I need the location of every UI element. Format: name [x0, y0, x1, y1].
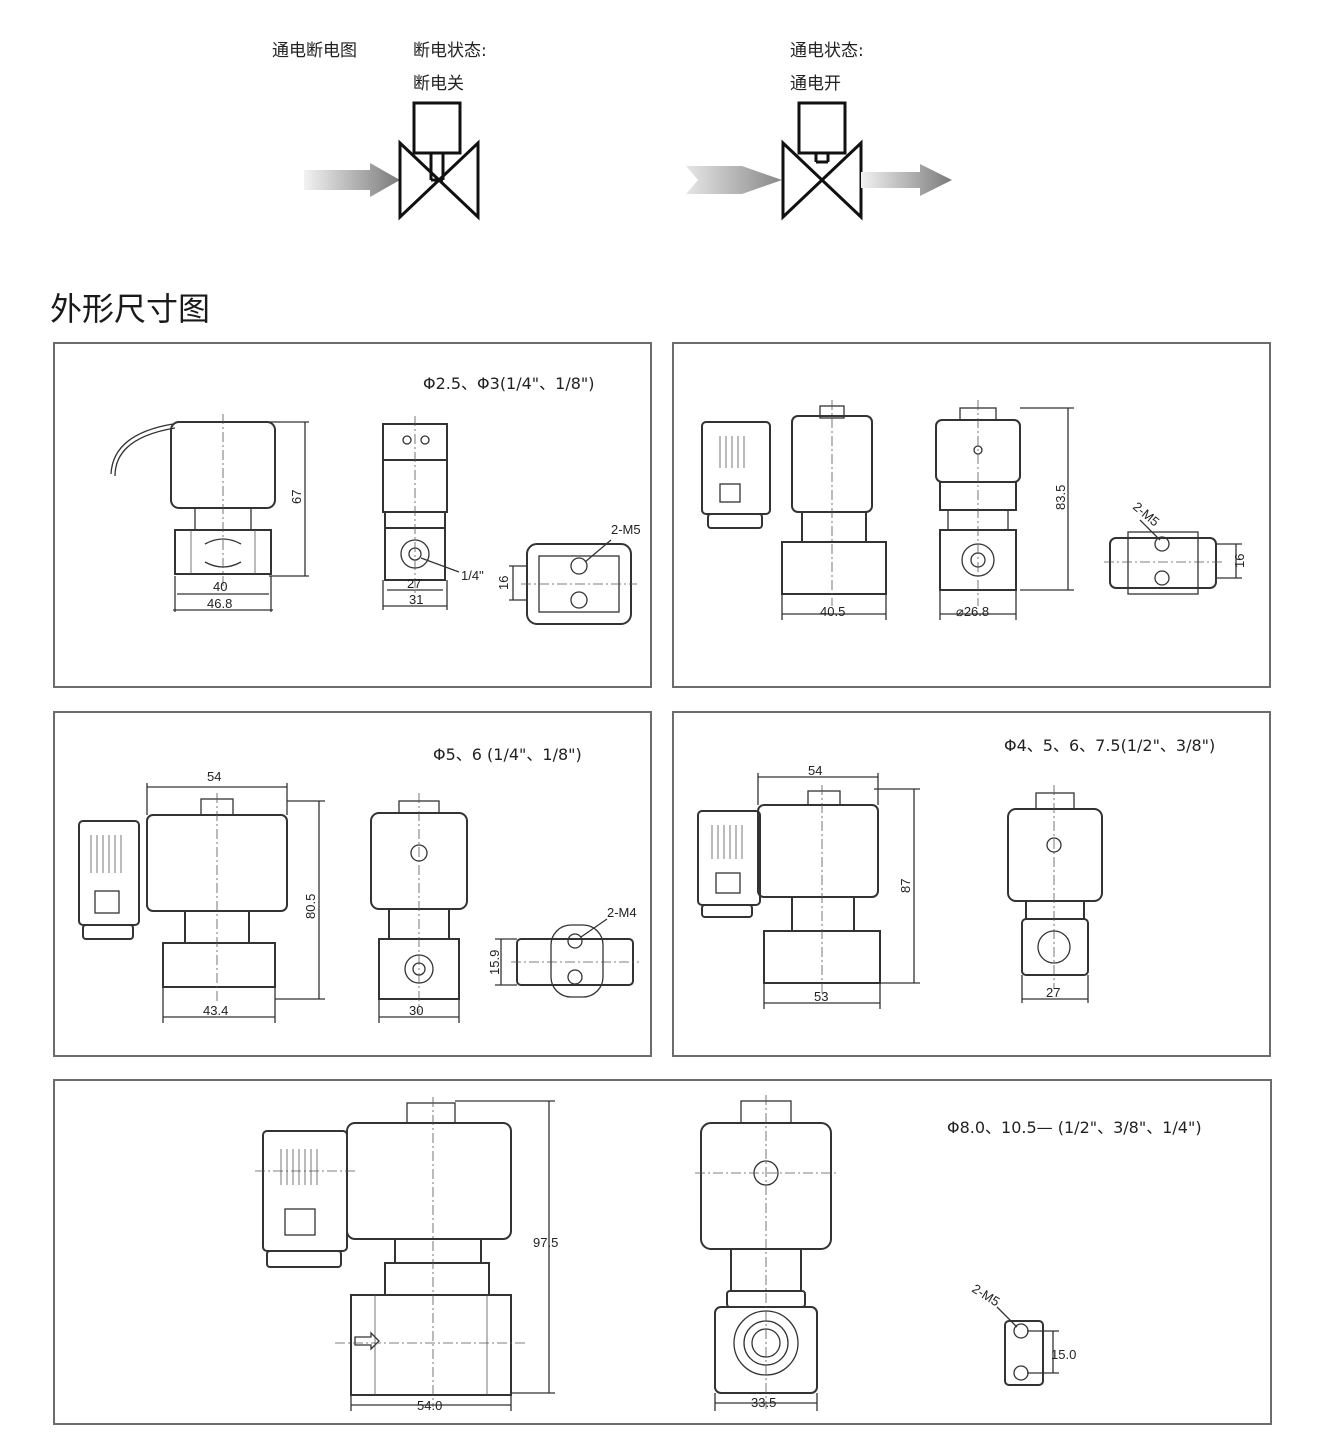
- dimension-panel-2: 40.5 ⌀26.8 83.5 16 2-M5: [672, 342, 1271, 688]
- off-state-value: 断电关: [413, 74, 464, 94]
- panel-3-spec: Φ5、6 (1/4"、1/8"): [433, 745, 582, 764]
- dim-mount-holes: 2-M5: [1130, 499, 1162, 530]
- dim-height: 87: [898, 879, 913, 893]
- dim-hole-spacing: 15.0: [1051, 1347, 1076, 1362]
- panel-2-drawing: 40.5 ⌀26.8 83.5 16 2-M5: [701, 400, 1247, 620]
- dim-side: ⌀26.8: [956, 604, 989, 619]
- panel-4-drawing: 54 87 53 27: [697, 763, 1103, 1009]
- on-state-label: 通电状态:: [790, 41, 864, 61]
- panel-3-drawing: 54 80.5 43.4 30 15.9 2-M4: [78, 769, 639, 1023]
- flow-arrow-out-on: [861, 164, 952, 196]
- panel-1-drawing: 67 40 46.8 27 31 1/4" 16 2-M5: [110, 414, 641, 625]
- dim-mount-holes: 2-M4: [607, 905, 637, 920]
- dim-height: 97.5: [533, 1235, 558, 1250]
- dim-height: 83.5: [1053, 485, 1068, 510]
- section-title: 外形尺寸图: [50, 290, 211, 328]
- on-state-value: 通电开: [790, 74, 841, 94]
- off-state-label: 断电状态:: [413, 41, 487, 61]
- dim-hole-spacing: 15.9: [487, 950, 502, 975]
- dim-base-width: 43.4: [203, 1003, 228, 1018]
- dim-height: 67: [289, 490, 304, 504]
- dimension-panel-5: Φ8.0、10.5— (1/2"、3/8"、1/4") 97.5 54.0 33: [53, 1079, 1272, 1425]
- dim-base-width: 53: [814, 989, 828, 1004]
- flow-arrow-in-on: [686, 166, 782, 194]
- dimension-panel-4: Φ4、5、6、7.5(1/2"、3/8") 54 87 53 27: [672, 711, 1271, 1057]
- dim-coil-width: 54: [808, 763, 822, 778]
- dim-mount-holes: 2-M5: [611, 522, 641, 537]
- dim-height: 80.5: [303, 894, 318, 919]
- dimension-panel-1: Φ2.5、Φ3(1/4"、1/8") 67 40 46.8 27 31 1/4": [53, 342, 652, 688]
- dim-side: 33.5: [751, 1395, 776, 1410]
- dim-mount-holes: 2-M5: [969, 1281, 1002, 1309]
- dim-hole-spacing: 16: [1232, 554, 1247, 568]
- dim-port: 1/4": [461, 568, 484, 583]
- panel-1-spec: Φ2.5、Φ3(1/4"、1/8"): [423, 374, 595, 393]
- open-valve-symbol: [781, 101, 863, 221]
- dim-hole-spacing: 16: [496, 576, 511, 590]
- flow-arrow-in-off: [304, 163, 400, 197]
- panel-5-spec: Φ8.0、10.5— (1/2"、3/8"、1/4"): [947, 1118, 1202, 1137]
- dim-width: 40.5: [820, 604, 845, 619]
- panel-5-drawing: 97.5 54.0 33.5 15.0 2-M5: [255, 1095, 1076, 1413]
- dimension-panel-3: Φ5、6 (1/4"、1/8") 54 80.5 43.4 30: [53, 711, 652, 1057]
- dim-width-outer: 46.8: [207, 596, 232, 611]
- closed-valve-symbol: [398, 101, 480, 221]
- dim-coil-width: 54: [207, 769, 221, 784]
- panel-4-spec: Φ4、5、6、7.5(1/2"、3/8"): [1004, 736, 1216, 755]
- state-diagram-heading: 通电断电图: [272, 41, 357, 61]
- valve-state-diagram: [304, 101, 952, 221]
- dim-side-outer: 31: [409, 592, 423, 607]
- dim-base-width: 54.0: [417, 1398, 442, 1413]
- dim-width-inner: 40: [213, 579, 227, 594]
- dim-side: 27: [1046, 985, 1060, 1000]
- dim-side: 30: [409, 1003, 423, 1018]
- dim-side-inner: 27: [407, 576, 421, 591]
